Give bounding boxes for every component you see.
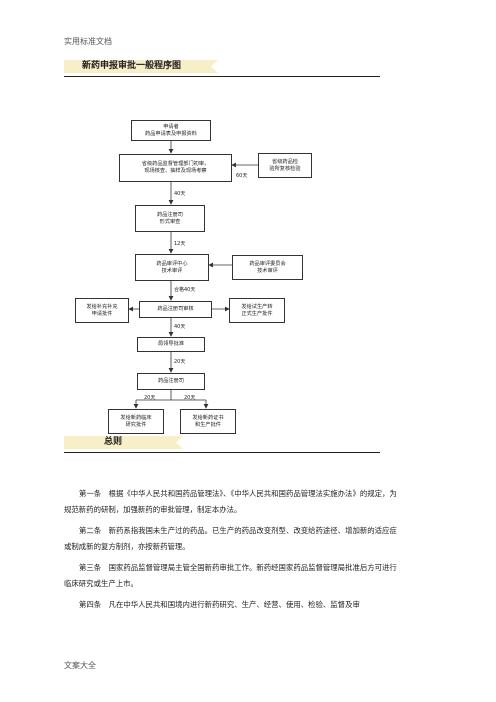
flow-label-days: 40天: [174, 324, 186, 330]
section-title-flowchart: 新药申报审批一般程序图: [82, 61, 182, 71]
section-title-general: 总则: [104, 437, 123, 447]
flow-box-center-form: 药品注册司形式审查: [135, 205, 205, 232]
flow-box-production: 发给试生产转正式生产批件: [229, 298, 285, 323]
flow-box-registration: 药品注册司审核: [139, 301, 212, 318]
section-rule: [64, 452, 380, 453]
flow-label-days: 60天: [236, 173, 248, 179]
flow-box-bureau: 局领导批准: [137, 337, 205, 352]
article-text: 第一条 根据《中华人民共和国药品管理法》、《中华人民共和国药品管理法实施办法》的…: [64, 486, 398, 613]
flow-box-applicant: 申请者药品申请表及申报资料: [131, 120, 211, 141]
flow-box-tech-review: 药品审评中心技术审评: [135, 254, 209, 281]
article-paragraph: 第四条 凡在中华人民共和国境内进行新药研究、生产、经营、使用、检验、监督及审: [79, 600, 360, 609]
flow-label-days: 20天: [184, 395, 196, 401]
article-paragraph: 第一条 根据《中华人民共和国药品管理法》、《中华人民共和国药品管理法实施办法》的…: [64, 489, 397, 514]
flow-label-days: 12天: [174, 241, 186, 247]
section-rule: [64, 76, 380, 77]
article-paragraph: 第二条 新药系指我国未生产过的药品。已生产的药品改变剂型、改变给药途径、增加新的…: [64, 526, 397, 551]
flow-box-certificate: 发给新药证书和生产批件: [180, 409, 236, 434]
article-paragraph: 第三条 国家药品监督管理局主管全国新药审批工作。新药经国家药品监督管理局批准后方…: [64, 563, 397, 588]
page-header: 实用标准文档: [64, 37, 112, 46]
flow-label-days: 合格40天: [174, 287, 196, 293]
flow-label-days: 40天: [174, 191, 186, 197]
flow-box-clinical: 发给新药临床研究批件: [108, 409, 164, 434]
page-footer: 文案大全: [64, 661, 96, 670]
flow-label-days: 20天: [174, 359, 186, 365]
section-banner-flowchart: 新药申报审批一般程序图: [64, 60, 219, 73]
flow-box-supplement: 发给补充补充申请批件: [75, 298, 129, 323]
banner-corner-decoration: [173, 436, 183, 449]
section-banner-general: 总则: [64, 436, 184, 449]
flow-box-lab: 省级药品检验所复核检验: [258, 153, 312, 178]
banner-corner-decoration: [208, 60, 218, 73]
flow-box-reg-dept: 药品注册司: [137, 373, 205, 390]
flow-label-days: 20天: [144, 395, 156, 401]
flow-box-committee: 药品审评委员会技术审评: [232, 255, 303, 280]
flow-box-provincial: 省级药品监督管理部门初审，现场核查、抽样及现场考察: [119, 154, 232, 182]
